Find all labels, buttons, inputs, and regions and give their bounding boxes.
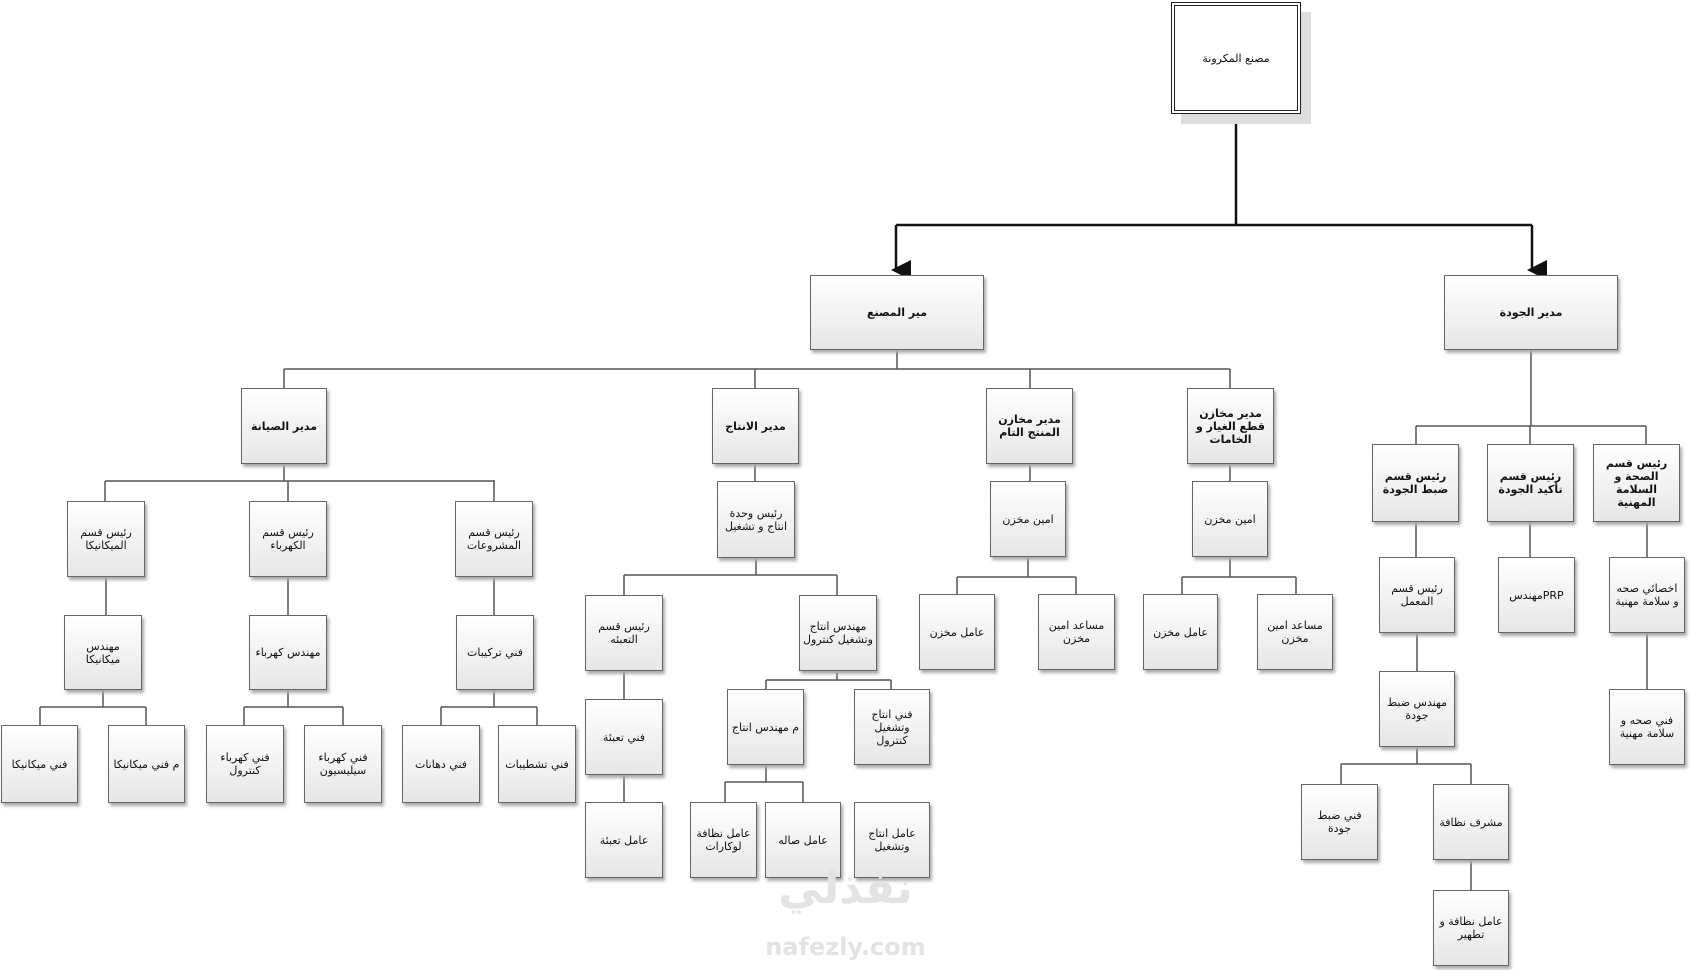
org-node-qc-technician: فني ضبط جودة (1301, 784, 1378, 860)
org-node-health-safety-head: رئيس قسم الصحة و السلامة المهنية (1593, 444, 1680, 522)
org-node-mechanics-assistant-technician: م فني ميكانيكا (108, 725, 185, 803)
org-node-spare-parts-warehouse-manager: مدير مخازن قطع الغيار و الخامات (1187, 388, 1274, 464)
org-node-fg-storekeeper: امين مخزن (990, 481, 1066, 557)
org-node-mechanics-technician: فني ميكانيكا (1, 725, 78, 803)
org-node-assistant-production-engineer: م مهندس انتاج (727, 689, 804, 765)
org-node-factory-manager: مير المصنع (810, 275, 984, 350)
org-node-health-safety-technician: فني صحه و سلامة مهنية (1609, 689, 1685, 765)
org-node-electrical-engineer: مهندس كهرباء (249, 615, 327, 690)
org-node-sp-storekeeper: امين مخزن (1192, 481, 1268, 557)
org-node-health-safety-specialist: اخصائي صحه و سلامة مهنية (1609, 557, 1685, 633)
org-node-electrical-control-technician: فني كهرباء كنترول (206, 725, 284, 803)
org-node-mechanical-engineer: مهندس ميكانيكا (64, 615, 142, 690)
watermark-logo-arabic: نفذلي (778, 863, 913, 914)
org-node-maintenance-manager: مدير الصيانة (241, 388, 327, 464)
org-node-packing-worker: عامل تعبئة (585, 802, 663, 878)
watermark-logo-url: nafezly.com (765, 933, 926, 961)
org-node-finishing-technician: فني تشطيبات (498, 725, 576, 803)
org-node-cleaning-worker-lines: عامل نظافة لوكارات (690, 802, 757, 878)
org-node-packing-head: رئيس قسم التعبئه (585, 595, 663, 671)
org-node-qc-head: رئيس قسم ضبط الجودة (1372, 444, 1459, 522)
org-node-finished-goods-warehouse-manager: مدير مخازن المنتج التام (986, 388, 1073, 464)
org-node-qc-engineer: مهندس ضبط جودة (1379, 671, 1455, 747)
org-node-prp-engineer: PRPمهندس (1498, 557, 1575, 633)
org-node-root: مصنع المكرونة (1171, 2, 1301, 114)
org-node-production-worker: عامل انتاج وتشغيل (854, 802, 930, 878)
org-node-lab-head: رئيس قسم المعمل (1379, 557, 1455, 633)
org-node-painting-technician: فني دهانات (402, 725, 480, 803)
org-node-installation-technician: فني تركيبات (456, 615, 534, 690)
org-node-electrical-silicon-technician: فني كهرباء سيليسيون (304, 725, 382, 803)
org-node-cleaning-worker: عامل نظافة و تطهير (1433, 890, 1509, 966)
org-node-electrical-head: رئيس قسم الكهرباء (249, 501, 327, 577)
org-node-production-control-engineer: مهندس انتاج وتشغيل كنترول (799, 595, 877, 671)
org-node-projects-head: رئيس قسم المشروعات (455, 501, 533, 577)
org-node-qa-head: رئيس قسم تأكيد الجودة (1487, 444, 1574, 522)
org-node-production-unit-head: رئيس وحدة انتاج و تشغيل (717, 481, 795, 558)
org-node-hall-worker: عامل صاله (765, 802, 841, 878)
org-node-production-manager: مدير الانتاج (712, 388, 799, 464)
org-node-mechanics-head: رئيس قسم الميكانيكا (67, 501, 145, 577)
org-node-fg-warehouse-worker: عامل مخزن (919, 594, 995, 670)
org-node-quality-manager: مدير الجودة (1444, 275, 1618, 350)
org-node-sp-warehouse-worker: عامل مخزن (1143, 594, 1218, 670)
org-node-sp-assistant-storekeeper: مساعد امين مخزن (1257, 594, 1333, 670)
org-node-fg-assistant-storekeeper: مساعد امين مخزن (1038, 594, 1115, 670)
org-node-cleaning-supervisor: مشرف نظافة (1433, 784, 1509, 860)
org-node-packing-technician: فني تعبئة (585, 699, 663, 775)
org-node-production-control-technician: فني انتاج وتشغيل كنترول (854, 689, 930, 765)
